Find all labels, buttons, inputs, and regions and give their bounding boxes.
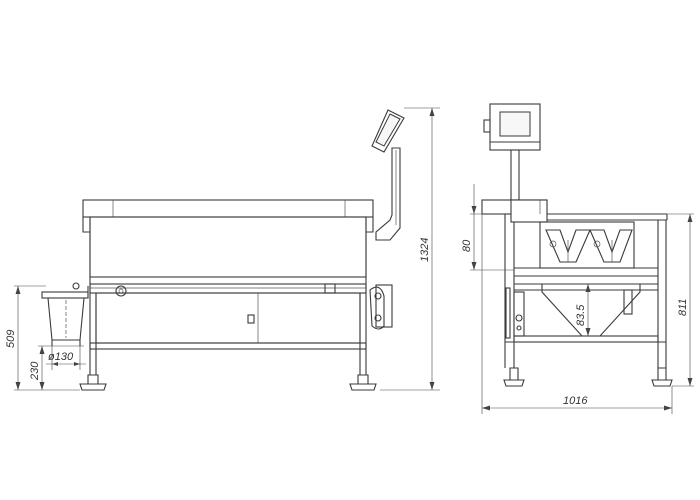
- frame-body: [89, 216, 367, 278]
- dim-overall-height: 1324: [419, 238, 431, 262]
- dim-bin-diameter: ø130: [48, 351, 74, 363]
- front-view: [41, 109, 405, 391]
- control-panel: [513, 291, 525, 337]
- monitor-post: [375, 147, 401, 241]
- dim-side-height: 811: [677, 298, 689, 316]
- table-top: [82, 199, 374, 218]
- dim-left-height-509: 509: [5, 330, 17, 348]
- cabinet: [95, 292, 361, 344]
- dim-top-section: 80: [461, 239, 473, 252]
- dim-hopper: 83.5: [575, 304, 587, 326]
- dim-side-width: 1016: [563, 395, 588, 407]
- side-dimensions: 80 83.5 811 1016: [461, 184, 694, 414]
- side-view: [481, 103, 673, 387]
- side-post: [510, 149, 520, 201]
- hopper: [541, 283, 641, 337]
- front-dimensions: 1324 509 230 ø130: [5, 107, 440, 391]
- dim-left-height-230: 230: [29, 361, 41, 381]
